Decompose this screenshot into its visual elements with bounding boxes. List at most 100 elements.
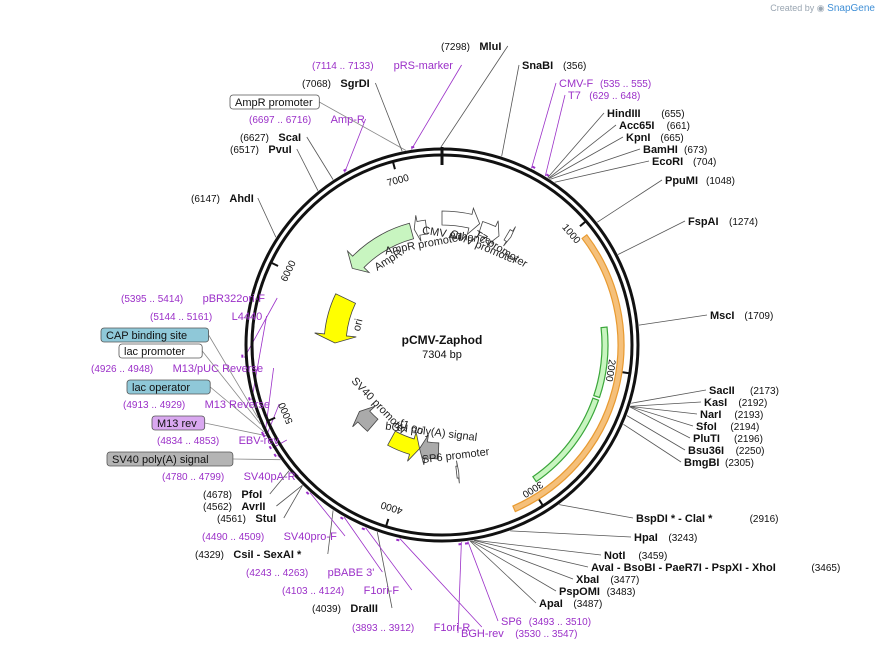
label-lac-promoter[interactable]: lac promoter: [118, 343, 203, 359]
label-bgh-rev[interactable]: BGH-rev(3530 .. 3547): [461, 628, 577, 640]
label-stui[interactable]: (4561)StuI: [217, 513, 276, 525]
label-sacii[interactable]: SacII(2173): [709, 385, 779, 397]
label-nari[interactable]: NarI(2193): [700, 409, 763, 421]
label-kpni[interactable]: KpnI(665): [626, 132, 684, 144]
orf-arc[interactable]: [532, 397, 600, 483]
label-m13-rev[interactable]: M13 rev: [151, 415, 206, 431]
label-scai[interactable]: (6627)ScaI: [240, 132, 301, 144]
feature-sp6-promoter[interactable]: [455, 460, 460, 484]
label-sgrdi[interactable]: (7068)SgrDI: [302, 78, 370, 90]
label-m13-puc-reverse[interactable]: (4926 .. 4948)M13/pUC Reverse: [91, 363, 263, 375]
label-pbabe-3-[interactable]: (4243 .. 4263)pBABE 3': [246, 567, 374, 579]
label-sp6[interactable]: SP6(3493 .. 3510): [501, 616, 591, 628]
label-position: (4926 .. 4948): [91, 364, 153, 375]
label-sv40pro-f[interactable]: (4490 .. 4509)SV40pro-F: [202, 531, 337, 543]
primer-mark: [396, 538, 400, 542]
label-msci[interactable]: MscI(1709): [710, 310, 773, 322]
leader-line: [469, 540, 537, 604]
feature-ori[interactable]: [314, 293, 357, 344]
label-draiii[interactable]: (4039)DraIII: [312, 603, 378, 615]
feature-t7-promoter[interactable]: [503, 226, 516, 247]
label-t7[interactable]: T7(629 .. 648): [568, 90, 640, 102]
label-ecori[interactable]: EcoRI(704): [652, 156, 716, 168]
label-f1ori-r[interactable]: (3893 .. 3912)F1ori-R: [352, 622, 470, 634]
label-pluti[interactable]: PluTI(2196): [693, 433, 763, 445]
label-position: (4913 .. 4929): [123, 400, 185, 411]
leader-line: [269, 470, 290, 495]
leader-line: [548, 124, 617, 179]
label-position: (2305): [725, 458, 754, 469]
label-snabi[interactable]: SnaBI(356): [522, 60, 586, 72]
label-sv40-poly-a-signal[interactable]: SV40 poly(A) signal: [106, 451, 234, 467]
label-position: (6517): [230, 145, 259, 156]
label-avrii[interactable]: (4562)AvrII: [203, 501, 265, 513]
label-pvui[interactable]: (6517)PvuI: [230, 144, 292, 156]
label-pbr322ori-f[interactable]: (5395 .. 5414)pBR322ori-F: [121, 293, 265, 305]
label-csii-sexai-[interactable]: (4329)CsiI - SexAI *: [195, 549, 302, 561]
label-position: (4834 .. 4853): [157, 436, 219, 447]
label-position: (673): [684, 145, 707, 156]
feature-box-label: lac promoter: [124, 346, 185, 358]
feature-ampr[interactable]: [346, 222, 415, 274]
label-position: (2196): [734, 434, 763, 445]
label-name: pBABE 3': [328, 567, 375, 579]
label-mlui[interactable]: (7298)MluI: [441, 41, 501, 53]
leader-line: [631, 389, 707, 404]
label-sv40pa-r[interactable]: (4780 .. 4799)SV40pA-R: [162, 471, 296, 483]
label-pspomi[interactable]: PspOMI(3483): [559, 586, 636, 598]
label-bamhi[interactable]: BamHI (673): [643, 144, 707, 156]
label-ebv-rev[interactable]: (4834 .. 4853)EBV-rev: [157, 435, 279, 447]
feature-f1-ori[interactable]: [387, 430, 420, 462]
label-ahdi[interactable]: (6147)AhdI: [191, 193, 254, 205]
label-cap-binding-site[interactable]: CAP binding site: [100, 327, 209, 343]
label-fspai[interactable]: FspAI(1274): [688, 216, 758, 228]
label-pfoi[interactable]: (4678)PfoI: [203, 489, 262, 501]
label-name: BamHI: [643, 144, 678, 156]
site-labels: (7298)MluI SnaBI(356) CMV-F(535 .. 555)T7(…: [91, 41, 840, 640]
leader-line: [501, 64, 520, 157]
map-center: pCMV-Zaphod 7304 bp: [402, 333, 483, 361]
leader-line: [283, 485, 303, 519]
label-position: (2250): [736, 446, 765, 457]
feature-bgh-poly-a-signal[interactable]: [419, 434, 440, 465]
orf-arc[interactable]: [512, 233, 625, 513]
scale-tick: [391, 161, 396, 170]
feature-ampr-promoter[interactable]: [413, 215, 428, 242]
leader-line: [467, 541, 499, 622]
label-ppumi[interactable]: PpuMI(1048): [665, 175, 735, 187]
label-name: SfoI: [696, 421, 717, 433]
label-l4440[interactable]: (5144 .. 5161)L4440: [150, 311, 262, 323]
label-amp-r[interactable]: (6697 .. 6716)Amp-R: [249, 114, 365, 126]
label-bspdi-clai-[interactable]: BspDI * - ClaI *(2916): [636, 513, 779, 525]
feature-box: [118, 343, 203, 359]
label-avai-bsobi-paer7i-pspxi-xhoi[interactable]: AvaI - BsoBI - PaeR7I - PspXI - XhoI(346…: [591, 562, 840, 574]
label-prs-marker[interactable]: (7114 .. 7133)pRS-marker: [312, 60, 453, 72]
label-lac-operator[interactable]: lac operator: [126, 379, 211, 395]
label-m13-reverse[interactable]: (4913 .. 4929)M13 Reverse: [123, 399, 270, 411]
label-noti[interactable]: NotI(3459): [604, 550, 667, 562]
orf-arc[interactable]: [593, 326, 609, 399]
label-name: PspOMI: [559, 586, 600, 598]
label-ampr-promoter[interactable]: AmpR promoter: [229, 94, 320, 110]
label-apai[interactable]: ApaI(3487): [539, 598, 602, 610]
label-hindiii[interactable]: HindIII(655): [607, 108, 685, 120]
feature-cmv-enhancer[interactable]: [441, 206, 481, 236]
label-cmv-f[interactable]: CMV-F(535 .. 555): [559, 78, 651, 90]
label-acc65i[interactable]: Acc65I(661): [619, 120, 690, 132]
label-bmgbi[interactable]: BmgBI(2305): [684, 457, 754, 469]
label-position: (2193): [734, 410, 763, 421]
scale-tick-label: 4000: [379, 499, 404, 516]
label-sfoi[interactable]: SfoI(2194): [696, 421, 759, 433]
label-hpai[interactable]: HpaI(3243): [634, 532, 697, 544]
feature-cmv-promoter[interactable]: [477, 220, 500, 246]
leader-line: [630, 406, 698, 415]
feature-sv40-promoter[interactable]: [352, 405, 379, 432]
label-bsu36i[interactable]: Bsu36I(2250): [688, 445, 765, 457]
label-xbai[interactable]: XbaI(3477): [576, 574, 639, 586]
orf-arcs: [512, 233, 625, 513]
label-position: (3893 .. 3912): [352, 623, 414, 634]
label-kasi[interactable]: KasI(2192): [704, 397, 767, 409]
label-f1ori-f[interactable]: (4103 .. 4124)F1ori-F: [282, 585, 399, 597]
leader-line: [327, 510, 334, 555]
label-position: (7298): [441, 42, 470, 53]
